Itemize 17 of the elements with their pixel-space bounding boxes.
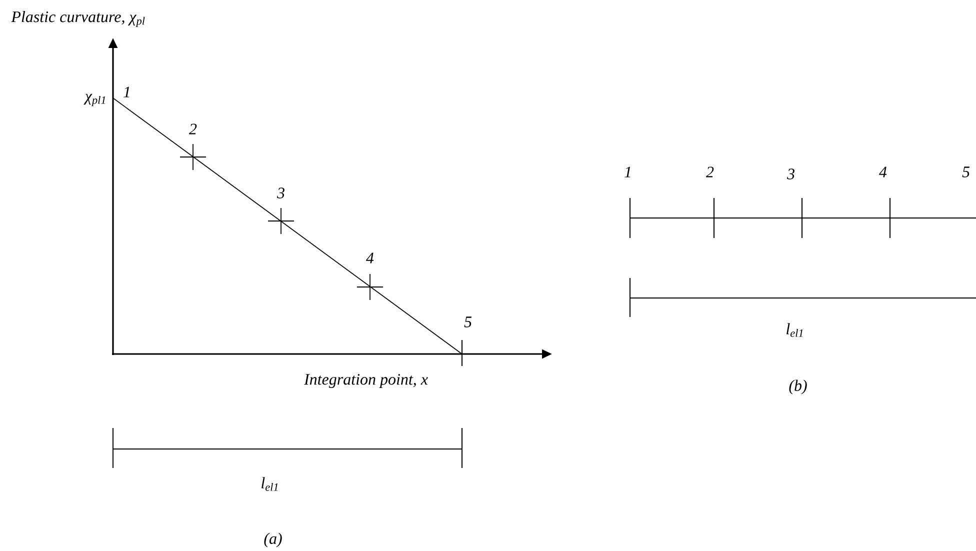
panel-caption: (a) <box>264 532 282 548</box>
panel-caption: (b) <box>789 380 807 394</box>
point-number: 5 <box>962 166 970 178</box>
axis-title: Plastic curvature, χ$_{pl}$ <box>11 10 145 28</box>
point-number: 3 <box>787 168 794 180</box>
point-number: 4 <box>366 252 374 264</box>
dimension-label: l$_{el1}$ <box>786 323 803 337</box>
point-number: 2 <box>189 124 197 134</box>
value-label: χ$_{pl1}$ <box>84 94 106 106</box>
dimension-label: l$_{el1}$ <box>262 477 278 491</box>
point-number: 2 <box>706 166 714 178</box>
axis-title: Integration point, x <box>304 374 428 388</box>
point-number: 4 <box>879 166 887 178</box>
point-number: 5 <box>464 316 472 328</box>
point-number: 3 <box>277 188 284 198</box>
point-number: 1 <box>124 86 130 98</box>
point-number: 1 <box>624 166 630 178</box>
